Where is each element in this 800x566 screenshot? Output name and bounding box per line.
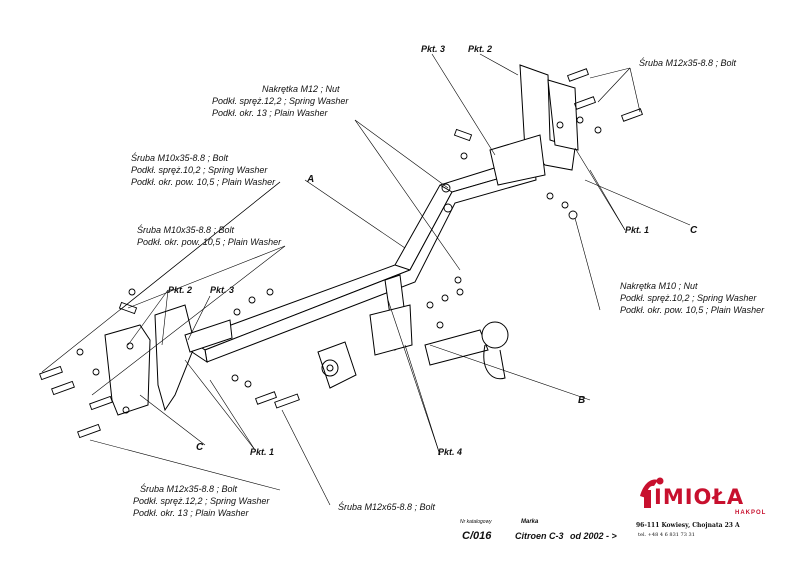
label-bolt-m12x65: Śruba M12x65-8.8 ; Bolt <box>338 502 436 512</box>
company-address: 96-111 Kowiesy, Chojnata 23 A <box>636 522 740 529</box>
label-letter-c-left: C <box>196 442 204 453</box>
label-pkt2-top: Pkt. 2 <box>468 44 493 54</box>
logo-mark-icon <box>640 477 664 508</box>
label-plain-13-bottom: Podkł. okr. 13 ; Plain Washer <box>133 508 249 518</box>
label-spring-12: Podkł. spręż.12,2 ; Spring Washer <box>212 96 349 106</box>
label-plain-13-top: Podkł. okr. 13 ; Plain Washer <box>212 108 328 118</box>
label-pkt3-left: Pkt. 3 <box>210 285 235 295</box>
model-year: od 2002 - > <box>570 531 617 541</box>
label-bolt-m12-bottom: Śruba M12x35-8.8 ; Bolt <box>140 484 238 494</box>
label-plain-105-left-1: Podkł. okr. pow. 10,5 ; Plain Washer <box>131 177 276 187</box>
socket-plate <box>317 341 357 389</box>
ball-mount <box>369 274 509 380</box>
label-spring-12-bottom: Podkł. spręż.12,2 ; Spring Washer <box>133 496 270 506</box>
catalog-code: C/016 <box>462 530 492 542</box>
label-pkt1-left: Pkt. 1 <box>250 447 275 457</box>
catalog-caption: Nr katalogowy <box>460 519 492 525</box>
brand-caption: Marka <box>521 519 539 525</box>
label-letter-c-right: C <box>690 225 698 236</box>
right-bracket <box>489 64 579 186</box>
label-nut-m10: Nakrętka M10 ; Nut <box>620 281 698 291</box>
label-pkt4: Pkt. 4 <box>438 447 463 457</box>
leader-lines <box>41 53 691 506</box>
fasteners <box>39 68 643 439</box>
label-bolt-m10-left-2: Śruba M10x35-8.8 ; Bolt <box>137 225 235 235</box>
label-spring-10-right: Podkł. spręż.10,2 ; Spring Washer <box>620 293 757 303</box>
left-bracket <box>104 304 233 416</box>
label-bolt-m10-left-1: Śruba M10x35-8.8 ; Bolt <box>131 153 229 163</box>
company-logo: IMIOŁA <box>654 485 745 509</box>
label-plain-105-left-2: Podkł. okr. pow. 10,5 ; Plain Washer <box>137 237 282 247</box>
label-pkt3-top: Pkt. 3 <box>421 44 446 54</box>
model-name: Citroen C-3 <box>515 531 564 541</box>
label-nut-m12: Nakrętka M12 ; Nut <box>262 84 340 94</box>
label-letter-b: B <box>578 395 586 406</box>
label-plain-105-right: Podkł. okr. pow. 10,5 ; Plain Washer <box>620 305 765 315</box>
company-phone: tel. +48 4 6 831 73 31 <box>638 532 695 538</box>
label-bolt-top-right: Śruba M12x35-8.8 ; Bolt <box>639 58 737 68</box>
label-spring-10-left: Podkł. spręż.10,2 ; Spring Washer <box>131 165 268 175</box>
label-pkt1-right: Pkt. 1 <box>625 225 650 235</box>
label-pkt2-left: Pkt. 2 <box>168 285 193 295</box>
label-letter-a: A <box>307 174 315 185</box>
company-logo-sub: HAKPOL <box>735 510 767 516</box>
